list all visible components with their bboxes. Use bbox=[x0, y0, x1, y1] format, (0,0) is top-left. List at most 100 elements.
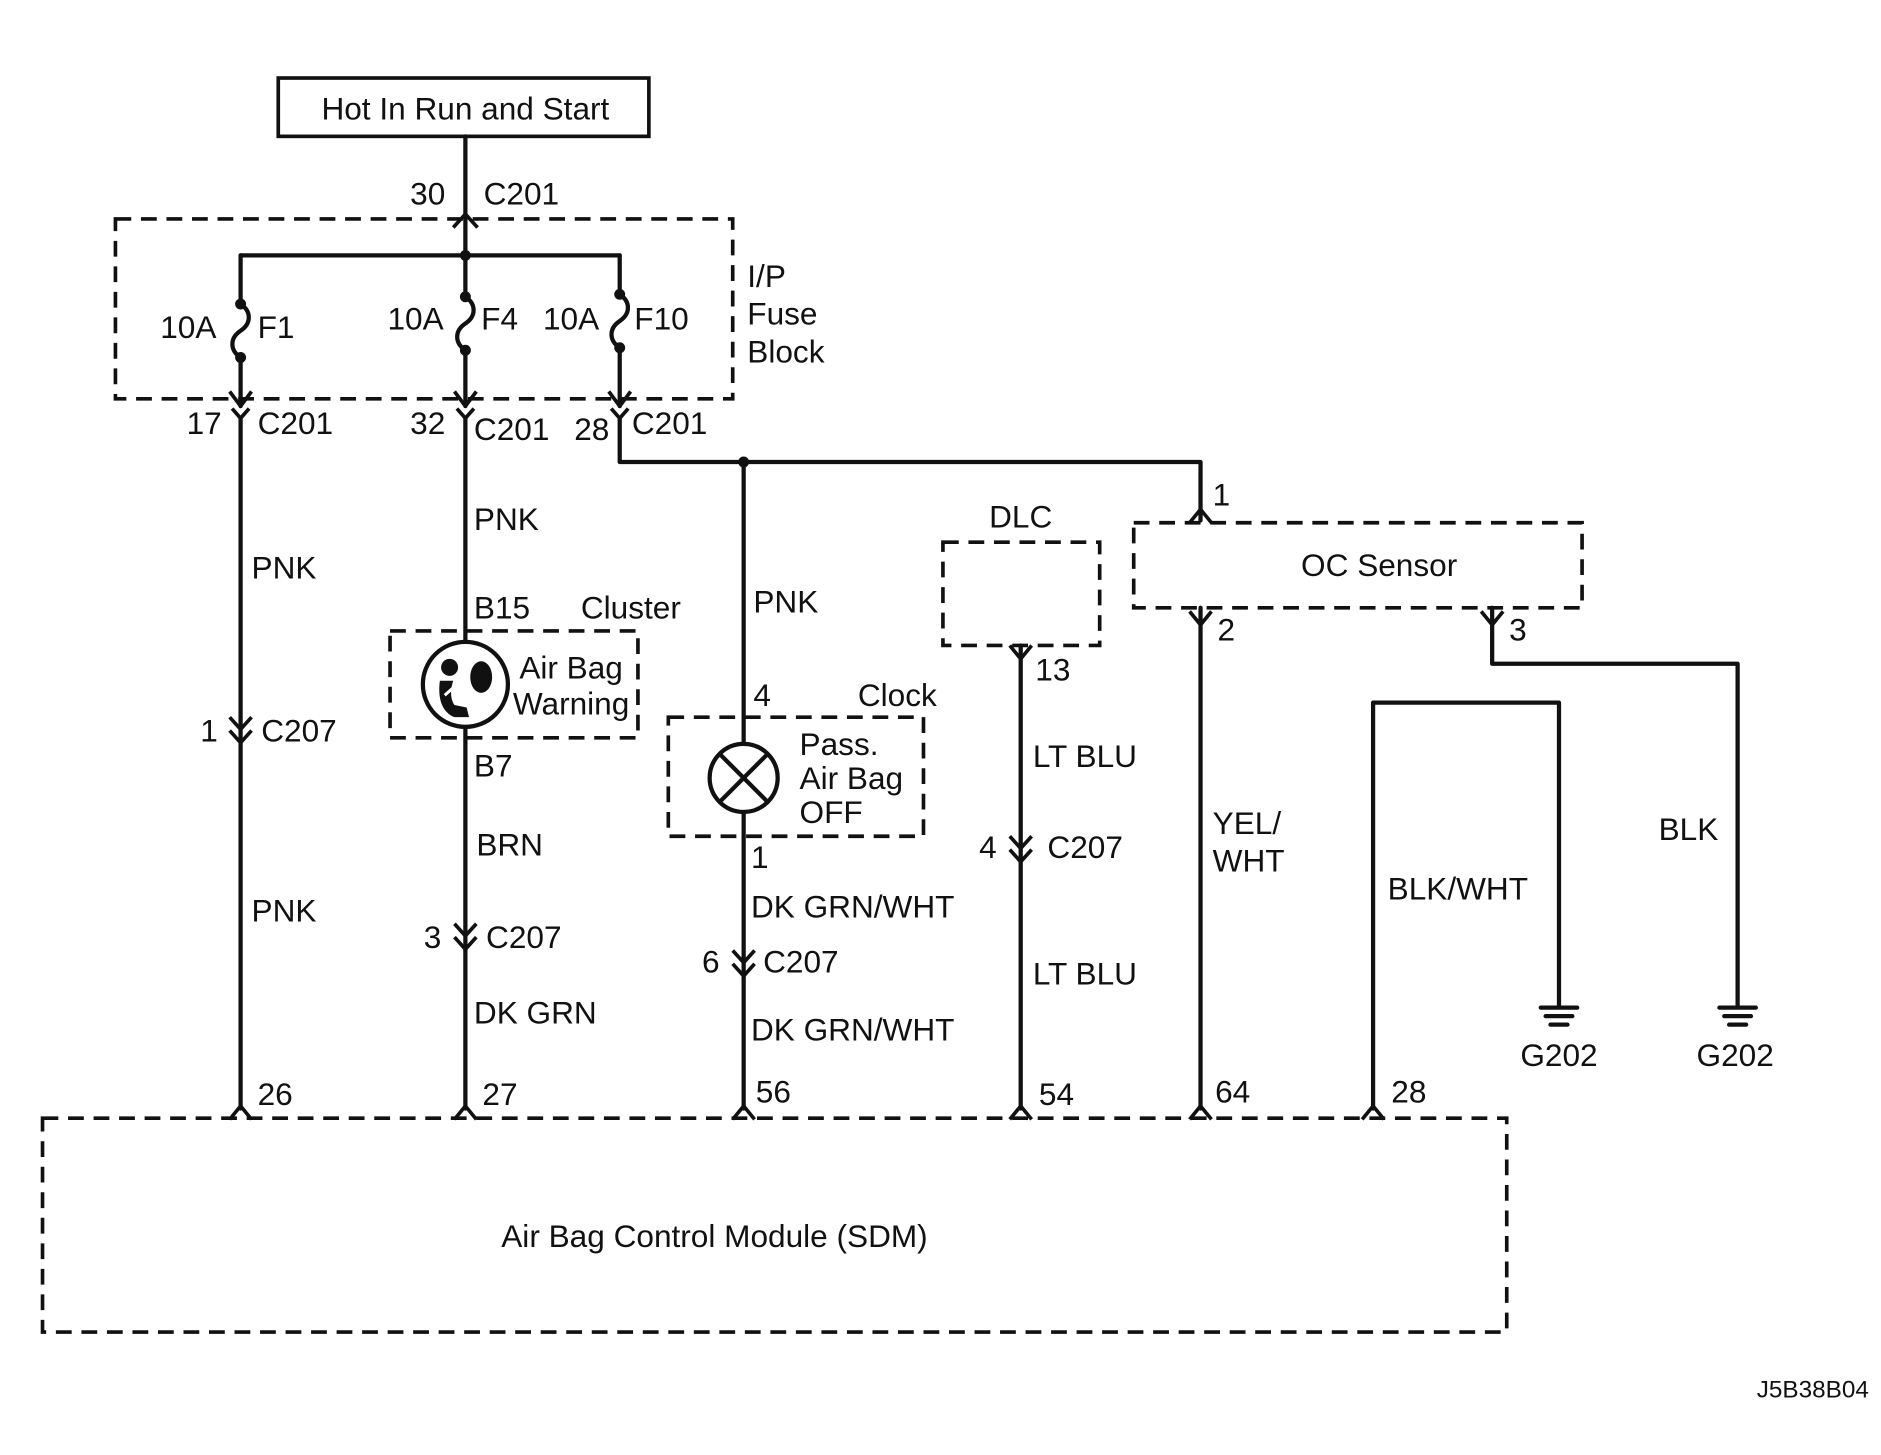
fuse-f1: 10A F1 bbox=[160, 253, 294, 409]
cluster-c207-connector-symbol bbox=[453, 922, 478, 952]
oc-sensor-signal-wire-color-line-2: WHT bbox=[1213, 842, 1285, 878]
ground-icon bbox=[1538, 1005, 1580, 1027]
power-source: Hot In Run and Start bbox=[276, 76, 651, 139]
sdm-ground-wire-color: BLK/WHT bbox=[1388, 870, 1528, 906]
c201-f10-connector-label: C201 bbox=[632, 405, 708, 441]
c201-f4-connector-label: C201 bbox=[474, 411, 550, 447]
oc-sensor-signal-wire-color-line-1: YEL/ bbox=[1213, 805, 1282, 841]
airbag-warning-icon-belt bbox=[443, 674, 468, 697]
circuit-clock: PNK 4 Clock Pass. Air Bag OFF 1 DK GRN/W… bbox=[666, 459, 955, 1111]
dlc-c207-label: C207 bbox=[1047, 829, 1123, 865]
dlc-outline bbox=[941, 540, 1102, 648]
dlc-c207-connector-symbol bbox=[1008, 835, 1033, 864]
sdm-pin-28-connector-symbol bbox=[1360, 1104, 1386, 1121]
oc-sensor-ground-pin: 3 bbox=[1509, 612, 1527, 648]
cluster-wire-out-color: BRN bbox=[476, 827, 543, 863]
fuse-f10-element-icon bbox=[609, 292, 631, 350]
fuse-f10-rating: 10A bbox=[543, 301, 599, 337]
fuse-feed: 30 C201 bbox=[410, 134, 560, 258]
clock-lamp-line-3: OFF bbox=[800, 794, 863, 830]
clock-label: Clock bbox=[858, 677, 937, 713]
c201-f1-pin-label: 17 bbox=[187, 405, 222, 441]
sdm-pin-54-label: 54 bbox=[1039, 1076, 1074, 1112]
sdm-pin-28-label: 28 bbox=[1391, 1073, 1426, 1109]
airbag-warning-icon-head bbox=[441, 658, 459, 676]
sdm-pin-26-label: 26 bbox=[258, 1076, 293, 1112]
fuse-block: I/P Fuse Block 10A F1 10A F4 bbox=[113, 217, 825, 447]
dlc-wire-lower-color: LT BLU bbox=[1033, 955, 1137, 991]
power-source-box bbox=[276, 76, 651, 139]
clock-wire-in-color: PNK bbox=[753, 584, 818, 620]
sdm-ground-circuit: BLK/WHT G202 bbox=[1370, 700, 1598, 1111]
fuse-f4-element-icon bbox=[455, 294, 476, 353]
fuse-block-name-line-1: I/P bbox=[747, 258, 786, 294]
airbag-warning-icon-body bbox=[439, 680, 470, 718]
cluster-label: Cluster bbox=[581, 590, 681, 626]
sdm-ground-label: G202 bbox=[1520, 1037, 1597, 1073]
sdm-pin-64-label: 64 bbox=[1215, 1073, 1250, 1109]
cluster-pin-out: B7 bbox=[474, 748, 513, 784]
lamp-bulb-icon bbox=[707, 741, 780, 815]
oc-sensor-label: OC Sensor bbox=[1301, 547, 1457, 583]
fuse-block-outline bbox=[113, 217, 735, 401]
cluster-c207-pin: 3 bbox=[424, 919, 442, 955]
lamp-bulb-icon-filament bbox=[717, 752, 770, 804]
feed-pin-label: 30 bbox=[410, 175, 445, 211]
dlc-wire-upper-color: LT BLU bbox=[1033, 738, 1137, 774]
sdm-pin-64-connector-symbol bbox=[1188, 1104, 1213, 1121]
circuit-f1-wire-upper-color: PNK bbox=[252, 550, 317, 586]
figure-id: J5B38B04 bbox=[1757, 1377, 1869, 1404]
clock-lamp-line-2: Air Bag bbox=[800, 760, 904, 796]
circuit-f1-c207-label: C207 bbox=[261, 712, 337, 748]
ground-icon bbox=[1717, 1005, 1758, 1027]
c201-f10-pin-label: 28 bbox=[574, 411, 609, 447]
power-source-label: Hot In Run and Start bbox=[321, 90, 609, 126]
oc-sensor-ground-wire bbox=[1490, 605, 1740, 1009]
fuse-f10-name: F10 bbox=[634, 301, 688, 337]
clock-wire-lower-color: DK GRN/WHT bbox=[751, 1011, 955, 1047]
clock-c207-label: C207 bbox=[763, 943, 839, 979]
feed-connector-label: C201 bbox=[484, 175, 560, 211]
airbag-warning-icon bbox=[420, 639, 511, 730]
oc-sensor-ground-label: G202 bbox=[1697, 1037, 1774, 1073]
sdm-module-label: Air Bag Control Module (SDM) bbox=[501, 1218, 927, 1254]
dlc-pin: 13 bbox=[1035, 652, 1070, 688]
fuse-block-name-line-3: Block bbox=[747, 333, 824, 369]
sdm-ground-wire bbox=[1370, 700, 1562, 1111]
cluster-pin-in: B15 bbox=[474, 590, 530, 626]
sdm-pin-56-label: 56 bbox=[756, 1073, 791, 1109]
clock-pin-in: 4 bbox=[753, 677, 771, 713]
clock-outline bbox=[666, 715, 926, 839]
cluster-lamp-line-2: Warning bbox=[513, 686, 629, 722]
fuse-f1-element-icon bbox=[230, 301, 251, 360]
sdm-module-outline bbox=[40, 1116, 1509, 1334]
feed-connector-symbol bbox=[451, 212, 479, 229]
cluster-lamp-line-1: Air Bag bbox=[519, 649, 623, 685]
sdm-pin-54-connector-symbol bbox=[1008, 1104, 1034, 1121]
fuse-f4: 10A F4 bbox=[387, 253, 518, 409]
circuit-cluster: PNK B15 Cluster Air Bag Warning B7 BRN 3… bbox=[388, 416, 681, 1111]
circuit-f1-c207-connector-symbol bbox=[228, 715, 253, 745]
clock-pin-out: 1 bbox=[751, 839, 769, 875]
clock-c207-pin: 6 bbox=[702, 943, 720, 979]
cluster-c207-label: C207 bbox=[486, 919, 562, 955]
c201-f4-pin-label: 32 bbox=[410, 405, 445, 441]
circuit-f1-wire-lower-color: PNK bbox=[252, 892, 317, 928]
oc-sensor-outline bbox=[1131, 520, 1584, 610]
circuit-f1: PNK 1 C207 PNK bbox=[200, 416, 337, 1111]
sdm-pin-56-connector-symbol bbox=[731, 1104, 756, 1121]
sdm-module: Air Bag Control Module (SDM) 26 27 56 54… bbox=[40, 1073, 1509, 1334]
fuse-block-name-line-2: Fuse bbox=[747, 296, 817, 332]
fuse-f1-rating: 10A bbox=[160, 309, 216, 345]
circuit-f1-c207-pin: 1 bbox=[200, 712, 218, 748]
oc-sensor-ground-wire-color: BLK bbox=[1659, 811, 1719, 847]
sdm-pin-27-label: 27 bbox=[482, 1076, 517, 1112]
cluster-wire-lower-color: DK GRN bbox=[474, 994, 597, 1030]
clock-lamp-line-1: Pass. bbox=[800, 726, 879, 762]
f10-feed-wire bbox=[617, 416, 1203, 523]
oc-sensor-signal-pin: 2 bbox=[1218, 612, 1236, 648]
cluster-wire-in-color: PNK bbox=[474, 501, 539, 537]
fuse-f4-rating: 10A bbox=[387, 301, 443, 337]
sdm-pin-27-connector-symbol bbox=[453, 1104, 478, 1121]
